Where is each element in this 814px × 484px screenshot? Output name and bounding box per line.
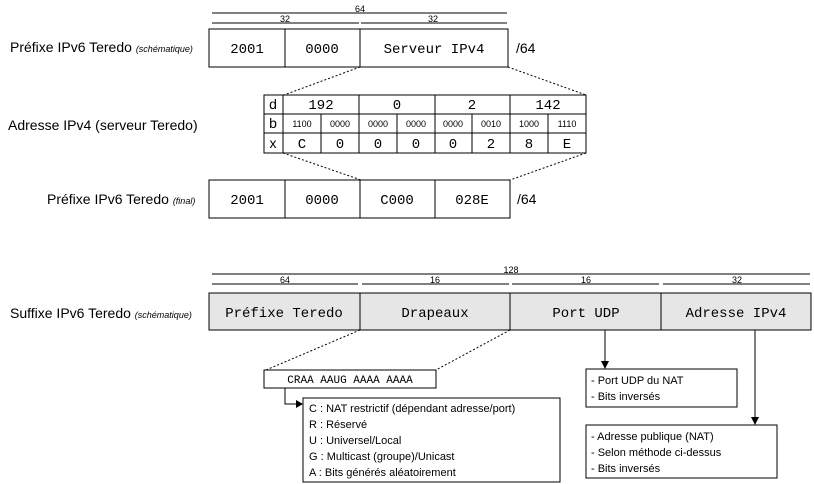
prefix-cell: 2001 <box>230 42 264 58</box>
bit-span-32-label: 32 <box>280 14 290 24</box>
ipv4-table <box>263 94 587 154</box>
prefix-schematic-row <box>208 28 509 68</box>
binary-nibble: 0000 <box>406 119 426 129</box>
decimal-byte: 0 <box>393 98 401 114</box>
flags-legend-item: G : Multicast (groupe)/Unicast <box>309 451 455 463</box>
hex-digit: 0 <box>336 137 344 153</box>
port-note: - Port UDP du NAT <box>591 375 684 387</box>
hex-digit: 8 <box>525 137 533 153</box>
prefix-schematic-label: Préfixe IPv6 Teredo (schématique) <box>10 39 193 55</box>
bit-span-label: 32 <box>732 275 742 285</box>
decimal-byte: 142 <box>535 98 560 114</box>
flags-expand-line <box>435 329 511 371</box>
ipv4-label: Adresse IPv4 (serveur Teredo) <box>8 117 198 133</box>
decimal-byte: 2 <box>468 98 476 114</box>
address-note: - Selon méthode ci-dessus <box>591 447 722 459</box>
hex-digit: 0 <box>412 137 420 153</box>
hex-digit: 0 <box>374 137 382 153</box>
ipv4-table-section: Adresse IPv4 (serveur Teredo) d b x 192 … <box>8 94 587 154</box>
row-head-hex: x <box>270 135 277 151</box>
address-note: - Bits inversés <box>591 463 661 475</box>
prefix-final-label: Préfixe IPv6 Teredo (final) <box>47 191 195 207</box>
binary-nibble: 0000 <box>330 119 350 129</box>
flags-connector <box>284 388 297 405</box>
prefix-schematic-section: 64 32 32 Préfixe IPv6 Teredo (schématiqu… <box>10 4 536 68</box>
bit-span-128-label: 128 <box>503 265 518 275</box>
arrow-head-icon <box>296 400 303 408</box>
hex-digit: 0 <box>449 137 457 153</box>
arrow-down-icon <box>601 361 609 369</box>
binary-nibble: 1000 <box>519 119 539 129</box>
binary-nibble: 0000 <box>443 119 463 129</box>
bit-span-64-label: 64 <box>355 4 365 14</box>
suffix-cell-prefix: Préfixe Teredo <box>225 306 343 322</box>
hex-digit: E <box>563 137 571 153</box>
row-head-decimal: d <box>269 96 277 112</box>
suffix-section: 128 64 16 16 32 Suffixe IPv6 Teredo (sch… <box>10 265 812 331</box>
prefix-length: /64 <box>516 40 536 56</box>
flags-legend-box <box>302 397 561 483</box>
flags-pattern-box <box>263 369 437 389</box>
flags-expand-line <box>265 329 361 371</box>
flags-legend-item: U : Universel/Local <box>309 435 401 447</box>
flags-legend-item: A : Bits générés aléatoirement <box>309 467 456 479</box>
collapse-line <box>509 152 587 181</box>
prefix-final-cell: C000 <box>380 193 414 209</box>
address-note: - Adresse publique (NAT) <box>591 431 714 443</box>
decimal-byte: 192 <box>308 98 333 114</box>
binary-nibble: 0010 <box>481 119 501 129</box>
flags-pattern: CRAA AAUG AAAA AAAA <box>287 375 413 387</box>
bit-span-label: 16 <box>430 275 440 285</box>
binary-nibble: 1110 <box>558 119 577 129</box>
flags-legend-item: C : NAT restrictif (dépendant adresse/po… <box>309 403 515 415</box>
suffix-cell-flags: Drapeaux <box>401 306 468 322</box>
flags-legend-item: R : Réservé <box>309 419 367 431</box>
binary-nibble: 0000 <box>368 119 388 129</box>
suffix-cell-address: Adresse IPv4 <box>686 306 787 322</box>
prefix-final-cell: 2001 <box>230 193 264 209</box>
binary-nibble: 1100 <box>292 119 311 129</box>
bit-span-32-label: 32 <box>428 14 438 24</box>
collapse-line <box>282 152 362 181</box>
prefix-final-cell: 028E <box>455 193 489 209</box>
prefix-final-section: Préfixe IPv6 Teredo (final) 2001 0000 C0… <box>47 179 537 219</box>
expand-line <box>283 66 361 96</box>
bit-span-label: 64 <box>280 275 290 285</box>
port-note: - Bits inversés <box>591 391 661 403</box>
bit-span-label: 16 <box>581 275 591 285</box>
expand-line <box>507 66 587 96</box>
arrow-down-icon <box>751 417 759 425</box>
port-notes-box <box>585 368 738 408</box>
hex-digit: 2 <box>487 137 495 153</box>
suffix-cell-port: Port UDP <box>552 306 619 322</box>
prefix-cell: 0000 <box>305 42 339 58</box>
suffix-schematic-label: Suffixe IPv6 Teredo (schématique) <box>10 305 192 321</box>
prefix-final-cell: 0000 <box>305 193 339 209</box>
prefix-cell-server-ipv4: Serveur IPv4 <box>384 42 485 58</box>
row-head-binary: b <box>269 115 277 131</box>
address-notes-box <box>585 424 778 479</box>
prefix-final-length: /64 <box>517 191 537 207</box>
hex-digit: C <box>298 137 306 153</box>
